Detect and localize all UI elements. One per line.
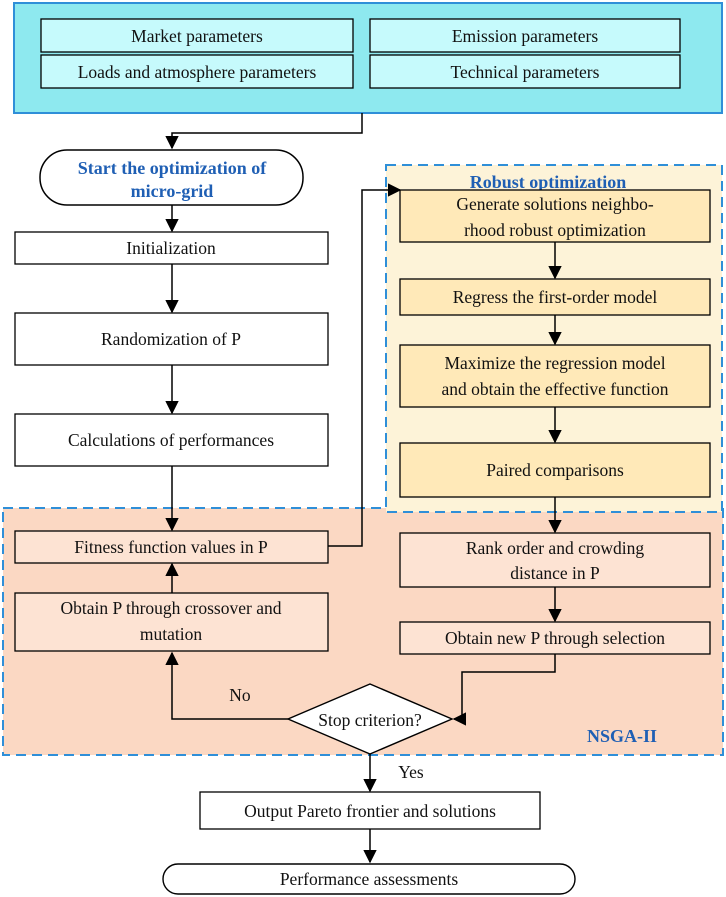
- crossover-mutation-box: [14, 592, 329, 652]
- selection-label: Obtain new P through selection: [445, 628, 665, 648]
- arrow-inputs-to-start: [165, 113, 363, 150]
- initialization-label: Initialization: [126, 238, 216, 258]
- market-parameters-box: [40, 18, 354, 53]
- rank-order-line1: Rank order and crowding: [466, 538, 645, 558]
- randomization-box: [14, 312, 329, 366]
- fitness-function-label: Fitness function values in P: [74, 537, 268, 557]
- calculations-label: Calculations of performances: [68, 430, 274, 450]
- rank-order-box: [399, 532, 711, 588]
- calculations-box: [14, 413, 329, 467]
- emission-parameters-label: Emission parameters: [452, 26, 598, 46]
- regress-model-box: [399, 278, 711, 316]
- nsga-ii-title: NSGA-II: [587, 726, 657, 746]
- market-parameters-label: Market parameters: [131, 26, 263, 46]
- technical-parameters-box: [369, 54, 681, 89]
- emission-parameters-box: [369, 18, 681, 53]
- generate-solutions-line2: rhood robust optimization: [464, 220, 646, 240]
- arrow-stop-to-crossover: [165, 651, 288, 720]
- start-label-line2: micro-grid: [131, 181, 214, 201]
- rank-order-line2: distance in P: [510, 563, 600, 583]
- regress-model-label: Regress the first-order model: [453, 287, 658, 307]
- start-label-line1: Start the optimization of: [78, 158, 267, 178]
- performance-assessments-terminator: [162, 863, 576, 895]
- initialization-box: [14, 231, 329, 265]
- maximize-regression-line1: Maximize the regression model: [444, 353, 665, 373]
- maximize-regression-line2: and obtain the effective function: [441, 379, 668, 399]
- maximize-regression-box: [399, 344, 711, 408]
- no-label: No: [229, 685, 251, 705]
- selection-box: [399, 621, 711, 655]
- crossover-label-line2: mutation: [140, 624, 202, 644]
- generate-solutions-line1: Generate solutions neighbo-: [456, 194, 653, 214]
- fitness-function-box: [14, 530, 329, 564]
- paired-comparisons-label: Paired comparisons: [486, 460, 624, 480]
- randomization-label: Randomization of P: [101, 329, 241, 349]
- performance-assessments-label: Performance assessments: [280, 869, 459, 889]
- arrow-fitness-to-generate: [328, 183, 402, 547]
- output-pareto-box: [199, 791, 541, 830]
- crossover-label-line1: Obtain P through crossover and: [61, 598, 282, 618]
- output-pareto-label: Output Pareto frontier and solutions: [244, 801, 496, 821]
- loads-atmosphere-parameters-box: [40, 54, 354, 89]
- loads-atmosphere-parameters-label: Loads and atmosphere parameters: [78, 62, 317, 82]
- arrow-selection-to-stop: [452, 654, 556, 726]
- robust-optimization-title: Robust optimization: [470, 172, 627, 192]
- stop-criterion-label: Stop criterion?: [318, 710, 422, 730]
- yes-label: Yes: [398, 762, 424, 782]
- paired-comparisons-box: [399, 442, 711, 498]
- technical-parameters-label: Technical parameters: [451, 62, 600, 82]
